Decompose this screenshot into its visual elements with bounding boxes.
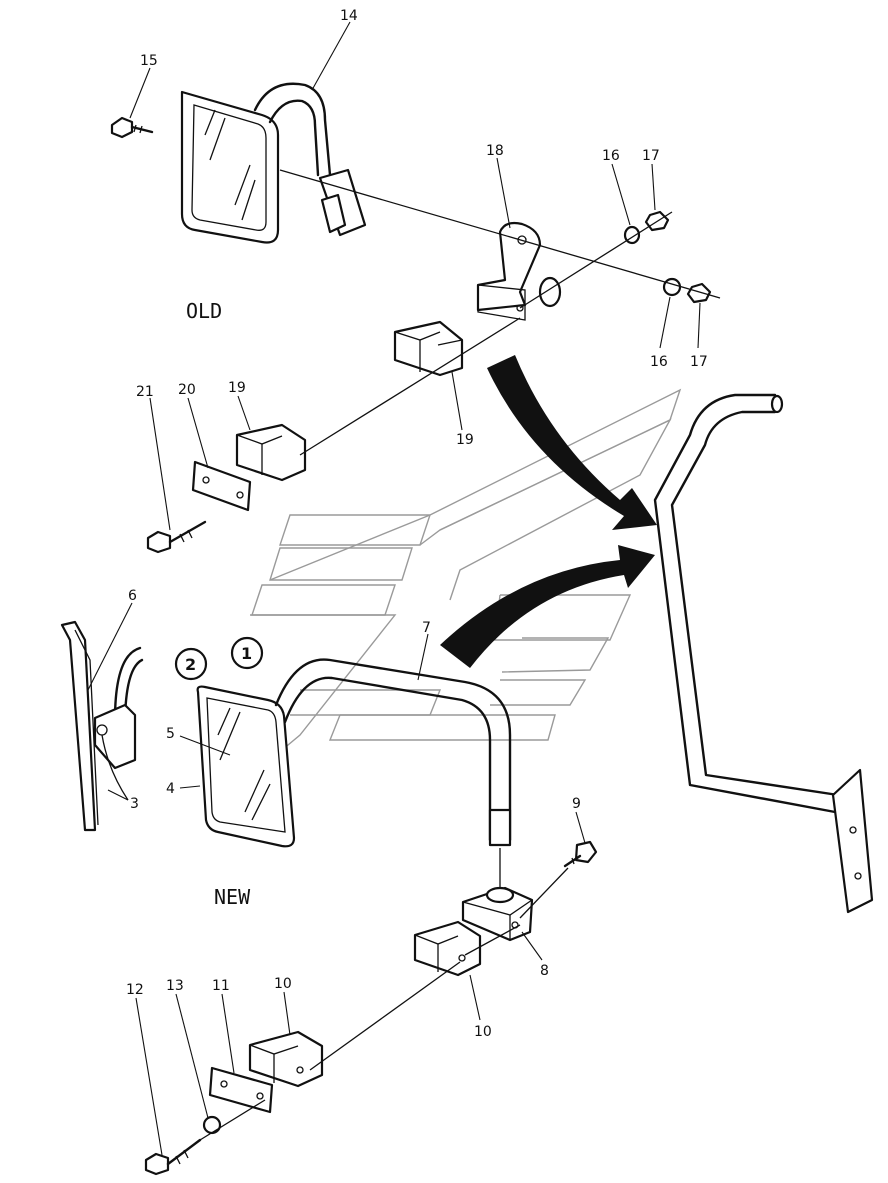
old-long-bolt (146, 520, 207, 554)
new-mirror-assembly (60, 620, 598, 1176)
callout-numbers: 14 15 18 16 17 16 17 19 21 20 19 6 5 4 3… (126, 8, 708, 1040)
new-mirror-side-view (60, 620, 144, 832)
callout-12: 12 (126, 982, 144, 998)
old-mirror-bolt (110, 116, 154, 139)
tube-frame (653, 393, 874, 914)
callout-21: 21 (136, 384, 154, 400)
callout-10-upper: 10 (474, 1024, 492, 1040)
callout-7: 7 (422, 620, 431, 636)
callout-3: 3 (130, 796, 139, 812)
old-bracket (476, 221, 562, 321)
callout-18: 18 (486, 143, 504, 159)
old-spacer-block-lower (235, 423, 307, 482)
callout-17-upper: 17 (642, 148, 660, 164)
transition-arrows (440, 355, 657, 668)
old-mirror-head (180, 82, 367, 244)
callout-17-lower: 17 (690, 354, 708, 370)
old-mirror-assembly (110, 82, 721, 554)
section-label-new: NEW (214, 885, 251, 909)
callout-5: 5 (166, 726, 175, 742)
callout-19-lower: 19 (228, 380, 246, 396)
watermark-logo (250, 388, 682, 761)
callout-14: 14 (340, 8, 358, 24)
new-clamp-bolt (563, 840, 598, 868)
variant-marker-2: 2 (174, 647, 208, 681)
callout-8: 8 (540, 963, 549, 979)
variant-label-1: 1 (241, 644, 252, 663)
callout-6: 6 (128, 588, 137, 604)
callout-10-lower: 10 (274, 976, 292, 992)
old-spacer-block-upper (393, 320, 464, 377)
callout-15: 15 (140, 53, 158, 69)
callout-13: 13 (166, 978, 184, 994)
new-spacer-block-upper (413, 920, 482, 977)
callout-16-upper: 16 (602, 148, 620, 164)
callout-20: 20 (178, 382, 196, 398)
callout-9: 9 (572, 796, 581, 812)
new-spacer-block-lower (248, 1030, 324, 1088)
callout-4: 4 (166, 781, 175, 797)
new-clamp (461, 886, 534, 942)
new-plate (208, 1066, 274, 1114)
new-long-bolt (144, 1138, 202, 1176)
new-mirror-head (196, 685, 296, 848)
old-plate (191, 460, 252, 512)
callout-11: 11 (212, 978, 230, 994)
callout-19-upper: 19 (456, 432, 474, 448)
new-tube-arm (274, 658, 512, 890)
callout-16-lower: 16 (650, 354, 668, 370)
section-label-old: OLD (186, 299, 222, 323)
new-washer (202, 1115, 222, 1135)
old-washers-nuts (623, 210, 712, 304)
callout-leaders (87, 21, 701, 1156)
variant-marker-1: 1 (230, 636, 264, 670)
variant-label-2: 2 (185, 655, 196, 674)
